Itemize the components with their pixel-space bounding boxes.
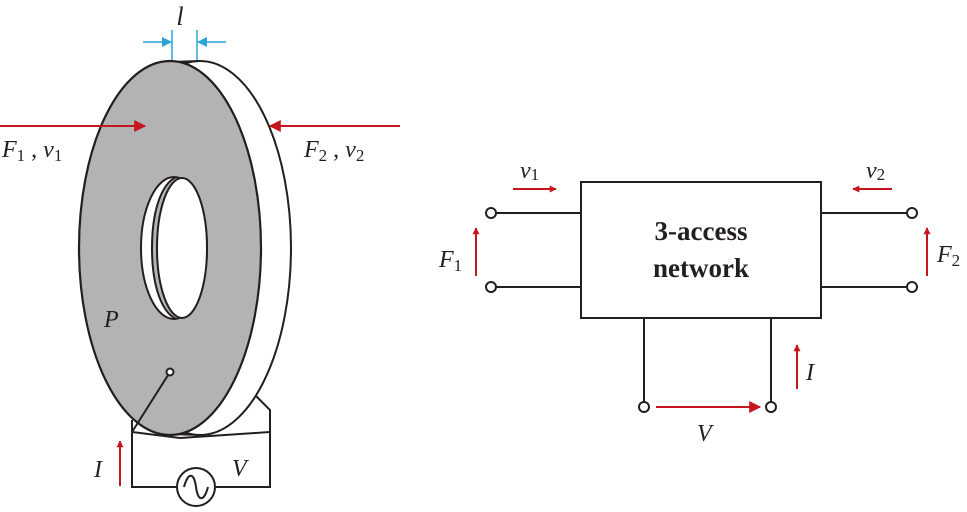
terminal <box>485 207 497 219</box>
contact-point-p <box>165 367 175 377</box>
terminal <box>906 207 918 219</box>
ac-source <box>176 467 216 507</box>
terminal <box>765 401 777 413</box>
thickness-dimension: l <box>143 2 226 60</box>
terminal <box>638 401 650 413</box>
network-title-line1: 3-access <box>655 216 748 246</box>
network-title-line2: network <box>653 253 749 283</box>
port-1 <box>485 207 581 293</box>
three-access-network-figure: 3-access network v1 <box>438 158 960 447</box>
disc-support <box>131 394 271 440</box>
terminal <box>485 281 497 293</box>
voltage-label-left: V <box>232 456 249 482</box>
point-label: P <box>103 307 119 333</box>
force-label-2: F2 <box>936 242 960 270</box>
network-box <box>580 181 822 319</box>
thickness-label: l <box>176 2 183 31</box>
wire-left <box>131 432 176 488</box>
force-label-1: F1 <box>438 247 462 275</box>
wire-right <box>216 432 271 488</box>
sine-wave-icon <box>183 474 209 500</box>
force-label-left: F1 , v1 <box>1 137 62 165</box>
voltage-label-right: V <box>697 421 714 447</box>
port-2 <box>821 207 918 293</box>
velocity-label-2: v2 <box>866 158 885 184</box>
force-label-right: F2 , v2 <box>303 137 364 165</box>
port-3 <box>638 318 777 413</box>
electrode-lead <box>131 371 171 433</box>
terminal <box>906 281 918 293</box>
piezo-disc-figure: l F1 , v1 F2 , v2 P I V <box>0 2 400 507</box>
disc-hole <box>140 176 208 320</box>
current-label-left: I <box>93 457 103 483</box>
velocity-label-1: v1 <box>520 158 539 184</box>
current-label-right: I <box>805 360 815 386</box>
